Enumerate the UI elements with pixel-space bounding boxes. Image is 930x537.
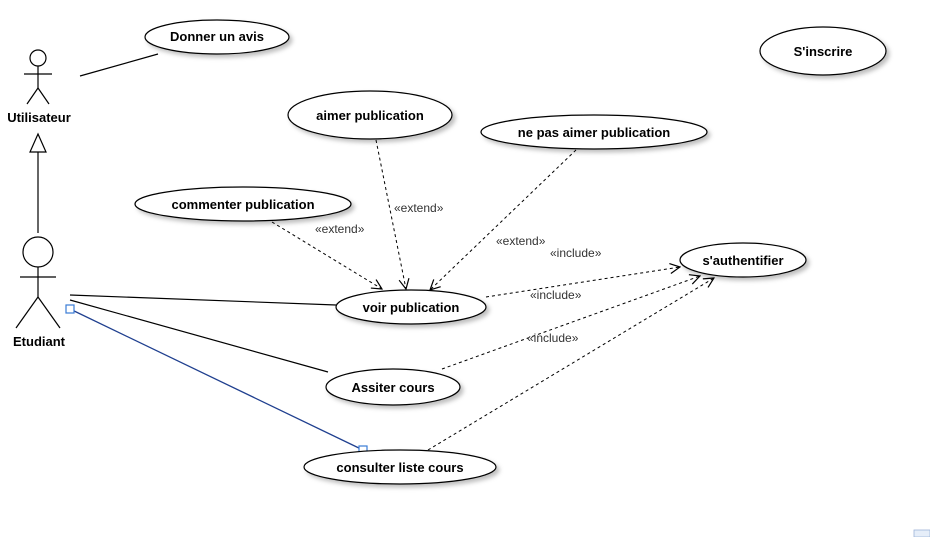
stereotype-extend-ne-pas: «extend»: [496, 234, 546, 248]
association-etudiant-voir-publication[interactable]: [69, 294, 337, 306]
use-case-assister-cours[interactable]: Assiter cours: [325, 368, 461, 406]
selection-handle-start[interactable]: [65, 304, 75, 314]
use-case-s-authentifier[interactable]: s'authentifier: [679, 242, 807, 278]
actor-etudiant-label: Etudiant: [13, 334, 66, 349]
association-etudiant-assister-cours[interactable]: [69, 299, 329, 373]
use-case-commenter-publication-label: commenter publication: [171, 197, 314, 212]
use-case-aimer-publication-label: aimer publication: [316, 108, 424, 123]
include-consulter-to-authentifier[interactable]: [427, 278, 714, 451]
page-corner-marker: [913, 529, 930, 537]
use-case-s-inscrire-label: S'inscrire: [794, 44, 853, 59]
generalization-etudiant-utilisateur[interactable]: [29, 132, 47, 233]
use-case-donner-avis-label: Donner un avis: [170, 29, 264, 44]
use-case-voir-publication[interactable]: voir publication: [335, 289, 487, 325]
use-case-consulter-liste-cours[interactable]: consulter liste cours: [303, 449, 497, 485]
use-case-commenter-publication[interactable]: commenter publication: [134, 186, 352, 222]
actor-etudiant[interactable]: [15, 236, 61, 329]
extend-aimer-to-voir[interactable]: [375, 139, 406, 289]
use-case-consulter-liste-cours-label: consulter liste cours: [336, 460, 463, 475]
use-case-voir-publication-label: voir publication: [363, 300, 460, 315]
use-case-donner-avis[interactable]: Donner un avis: [144, 19, 290, 55]
stereotype-include-voir: «include»: [530, 288, 582, 302]
stereotype-include-top: «include»: [550, 246, 602, 260]
use-case-ne-pas-aimer-publication-label: ne pas aimer publication: [518, 125, 670, 140]
stereotype-extend-commenter: «extend»: [315, 222, 365, 236]
association-utilisateur-donner-avis[interactable]: [79, 53, 159, 77]
actor-utilisateur[interactable]: [24, 49, 52, 105]
extend-ne-pas-aimer-to-voir[interactable]: [430, 149, 577, 290]
include-voir-to-authentifier[interactable]: [485, 267, 680, 298]
include-assister-to-authentifier[interactable]: [441, 276, 700, 370]
use-case-assister-cours-label: Assiter cours: [351, 380, 434, 395]
actor-utilisateur-label: Utilisateur: [7, 110, 71, 125]
stereotype-extend-aimer: «extend»: [394, 201, 444, 215]
use-case-s-inscrire[interactable]: S'inscrire: [759, 26, 887, 76]
association-etudiant-consulter-cours[interactable]: [69, 308, 364, 451]
use-case-aimer-publication[interactable]: aimer publication: [287, 90, 453, 140]
use-case-ne-pas-aimer-publication[interactable]: ne pas aimer publication: [480, 114, 708, 150]
use-case-s-authentifier-label: s'authentifier: [702, 253, 783, 268]
stereotype-include-assister: «include»: [527, 331, 579, 345]
